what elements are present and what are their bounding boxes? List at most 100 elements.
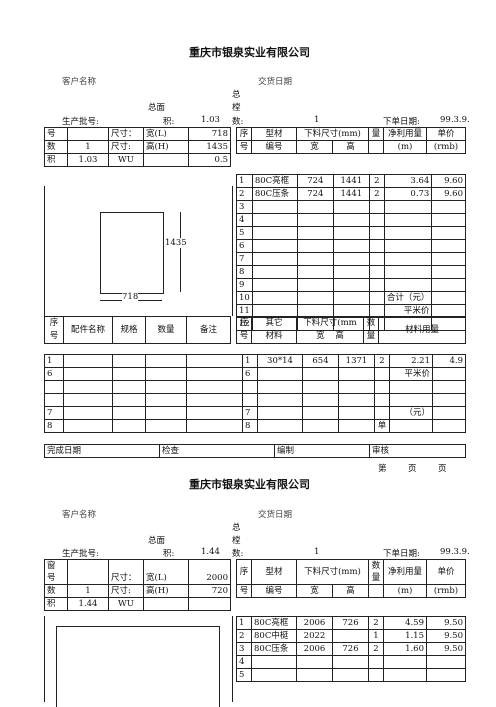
cell-empty [145,354,187,368]
cell-h: 1441 [332,174,370,188]
cell-h [332,265,370,279]
cell-empty [145,406,187,420]
cell-name [251,252,298,266]
cell-h [332,668,369,682]
cell-h [332,200,370,214]
cell-w [296,278,334,292]
cell-empty [145,393,187,407]
cell-r [242,393,258,407]
cell-use: 4.59 [383,616,427,630]
cell-mat [257,419,303,433]
cell-name [251,265,298,279]
cell-use: 2.21 [389,354,433,368]
cell-h [332,655,369,669]
cell-no: 2 [236,187,253,201]
cell-w [296,226,334,240]
cell-empty [63,393,113,407]
cell-no: 2 [236,629,252,643]
cell-use [389,380,433,394]
total-area-label-1b: 总面 [148,536,166,546]
cell-h [332,226,370,240]
table-row: 4 [236,213,466,227]
customer-label-2: 客户名称 [62,510,97,520]
cell-name [251,200,298,214]
cell-mat [257,367,303,381]
cell-empty [112,419,146,433]
order-date-label-2: 下单日期: [383,549,420,559]
cell-w [296,252,334,266]
cell-name: 80C亮框 [251,174,298,188]
cell-w [296,291,334,305]
cell-empty [112,380,146,394]
cell-no: 3 [236,642,252,656]
cell-h [332,629,369,643]
total-windows-label-3b: 数: [232,549,244,559]
total-windows-label-3: 数: [232,117,244,127]
cell-empty [186,393,243,407]
cell-name: 80C压条 [251,642,297,656]
cell-use [383,655,427,669]
cell-price [431,226,466,240]
drawing-area [44,186,233,316]
cell-use [383,668,427,682]
cell-price [432,419,466,433]
cell-name [251,239,298,253]
cell-no: 5 [236,226,253,240]
cell-q [368,226,385,240]
table-row: 6 [236,239,466,253]
cell-q: 2 [368,187,385,201]
cell-h [332,291,370,305]
cell-price [426,655,466,669]
cell-empty [145,367,187,381]
cell-l: 7 [44,406,64,420]
cell-r: 1 [242,354,258,368]
total-windows-label-1: 总 [232,90,241,100]
page-suffix-2: 页 [438,464,447,474]
cell-no: 5 [236,668,252,682]
cell-name [251,278,298,292]
cell-use [389,419,433,433]
table-row [44,393,466,407]
total-area-value-2: 1.44 [201,547,220,557]
cell-price [432,393,466,407]
cell-q [374,380,390,394]
cell-name: 80C压条 [251,187,298,201]
accessory-header-table: 序号 配件名称 规格 数量 备注 [44,316,231,344]
order-date-value-2: 99.3.9. [440,547,470,557]
cell-q: 2 [368,174,385,188]
cell-l [44,380,64,394]
window-outline-2 [56,626,220,707]
table-row: 5 [236,668,466,682]
cell-w [296,239,334,253]
cell-price [431,278,466,292]
cell-h: 1441 [332,187,370,201]
cell-w [302,367,339,381]
cell-use: 0.73 [383,187,433,201]
cell-mat: 30*14 [257,354,303,368]
cell-empty [186,354,243,368]
cell-h [332,278,370,292]
cell-w: 2006 [296,616,333,630]
cell-w [296,655,333,669]
cell-q: 1 [368,629,384,643]
window-spec-table: 号 尺寸： 宽(L) 718 数 1 尺寸: 高(H) 1435 积 1.03 … [44,127,231,167]
cell-use: 平米价 [389,367,433,381]
cell-empty [63,380,113,394]
cell-q: 2 [374,354,390,368]
cell-price [431,291,466,305]
table-row [44,380,466,394]
cell-use [383,213,433,227]
table-row: 8 [236,265,466,279]
company-title: 重庆市银泉实业有限公司 [189,46,310,59]
cell-price: 9.50 [426,642,466,656]
cell-use [383,226,433,240]
cell-h [332,239,370,253]
cell-w [296,213,334,227]
total-area-label-2b: 积: [163,549,175,559]
cell-empty [112,367,146,381]
cell-r: 8 [242,419,258,433]
cell-h [338,406,375,420]
